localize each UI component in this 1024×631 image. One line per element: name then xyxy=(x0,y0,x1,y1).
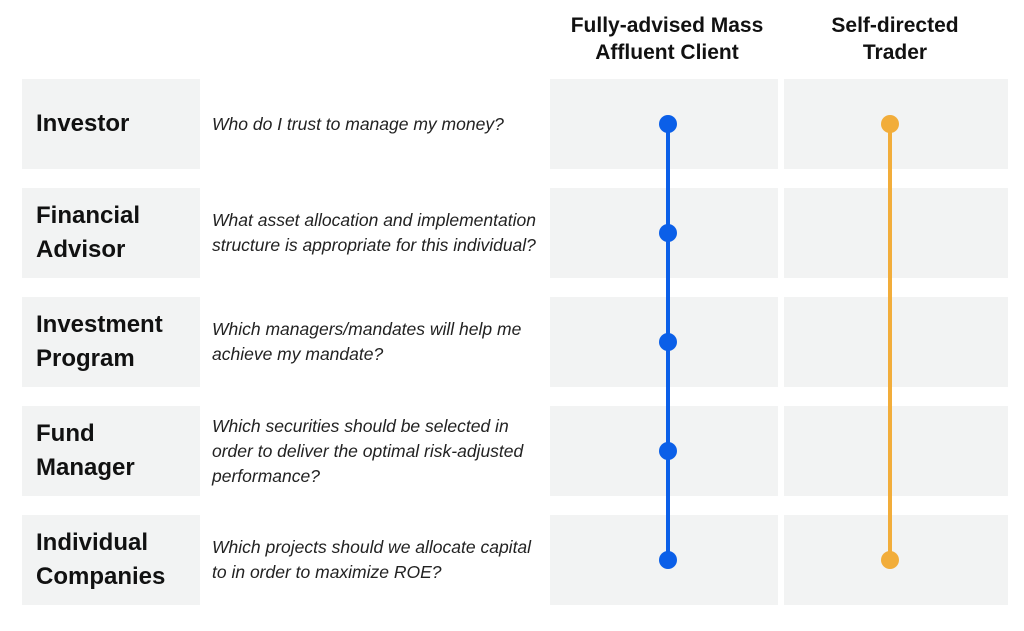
role-line: Manager xyxy=(36,454,135,481)
question-text: Which securities should be selected in o… xyxy=(212,415,524,486)
question-box: Which managers/mandates will help me ach… xyxy=(200,297,550,387)
column-header-line: Trader xyxy=(862,41,928,64)
column-header-line: Fully-advised Mass xyxy=(570,14,764,37)
role-line: Investor xyxy=(36,110,130,137)
question-box: What asset allocation and implementation… xyxy=(200,188,550,278)
question-text: Which projects should we allocate capita… xyxy=(212,537,532,582)
column-header-line: Affluent Client xyxy=(595,41,739,64)
question-text: What asset allocation and implementation… xyxy=(212,210,536,255)
question-text: Which managers/mandates will help me ach… xyxy=(212,319,522,364)
advised-dot xyxy=(659,442,677,460)
role-line: Investment xyxy=(36,311,163,338)
role-label: Investor xyxy=(36,79,196,169)
role-line: Advisor xyxy=(36,236,126,263)
question-box: Who do I trust to manage my money? xyxy=(200,79,550,169)
trader-dot xyxy=(881,551,899,569)
advised-dot xyxy=(659,551,677,569)
question-text: Who do I trust to manage my money? xyxy=(212,113,504,134)
question-box: Which securities should be selected in o… xyxy=(200,406,550,496)
role-line: Fund xyxy=(36,420,95,447)
advised-dot xyxy=(659,224,677,242)
column-header-line: Self-directed xyxy=(831,14,959,37)
role-line: Companies xyxy=(36,563,166,590)
role-line: Program xyxy=(36,345,135,372)
question-box: Which projects should we allocate capita… xyxy=(200,515,550,605)
column-band xyxy=(784,406,1008,496)
column-header-fully-advised: Fully-advised Mass Affluent Client xyxy=(548,12,786,66)
column-band xyxy=(784,297,1008,387)
trader-dot xyxy=(881,115,899,133)
role-line: Individual xyxy=(36,529,149,556)
column-band xyxy=(784,188,1008,278)
advised-dot xyxy=(659,115,677,133)
column-header-self-directed: Self-directed Trader xyxy=(782,12,1008,66)
advised-dot xyxy=(659,333,677,351)
role-line: Financial xyxy=(36,202,141,229)
